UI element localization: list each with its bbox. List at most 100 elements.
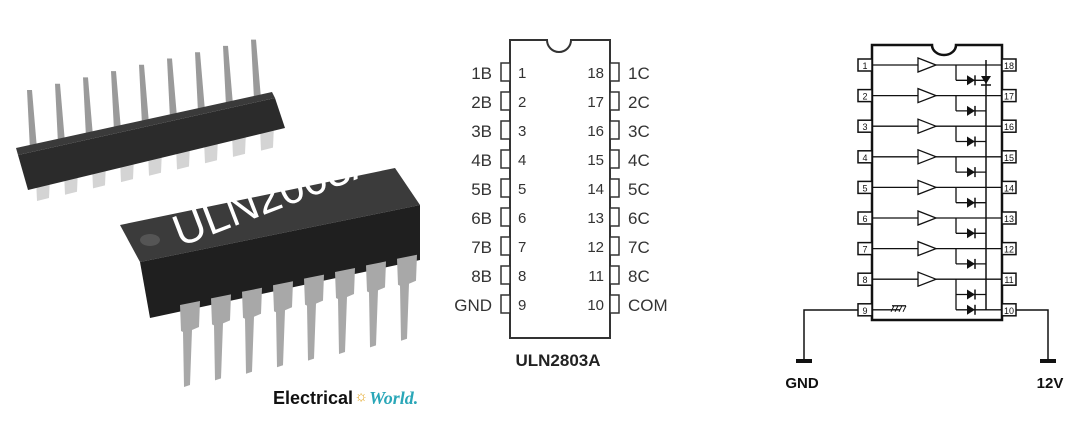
- schematic-pin-number: 18: [1004, 61, 1014, 71]
- pinout-pin-label: 1C: [628, 64, 650, 83]
- pinout-pin-label: 2B: [471, 93, 492, 112]
- pinout-pin-number: 14: [587, 181, 604, 198]
- diode-icon: [967, 167, 975, 178]
- pinout-pin-number: 15: [587, 152, 604, 169]
- ic-back-pin: [167, 58, 177, 119]
- schematic-pin-box: [857, 58, 873, 72]
- ic-front-pin: [180, 301, 200, 387]
- pinout-pin-number: 1: [518, 65, 526, 82]
- schematic-channels: [872, 57, 1002, 315]
- pinout-pin-number: 7: [518, 239, 526, 256]
- pinout-pin-number: 6: [518, 210, 526, 227]
- ic-front-pin: [304, 274, 324, 361]
- diode-icon: [967, 304, 975, 315]
- diode-icon: [967, 289, 975, 300]
- schematic-pin-number: 10: [1004, 306, 1014, 316]
- ic-front-pin: [273, 281, 293, 368]
- schematic-pin-number: 15: [1004, 153, 1014, 163]
- diode-icon: [967, 105, 975, 116]
- ic-front-pins: [180, 254, 417, 387]
- pinout-pin-number: 8: [518, 268, 526, 285]
- pinout-pin-label: 5C: [628, 180, 650, 199]
- ic-back-pin: [27, 90, 37, 150]
- pinout-pin-label: 6C: [628, 209, 650, 228]
- buffer-icon: [917, 210, 938, 226]
- schematic-pin-number: 11: [1004, 275, 1013, 285]
- buffer-icon: [917, 87, 938, 104]
- schematic-pin-number: 12: [1004, 245, 1014, 255]
- pinout-pin-label: 6B: [471, 209, 492, 228]
- pinout-pin-label: 8B: [471, 267, 492, 286]
- pinout-pin-box: [500, 207, 511, 227]
- pinout-pin-box: [609, 120, 620, 140]
- ic-front-pin: [335, 268, 355, 354]
- internal-ground-hatch: [898, 305, 903, 313]
- schematic-pin-number: 5: [862, 183, 867, 193]
- schematic-pin-number: 7: [862, 245, 867, 255]
- pinout-pin-box: [609, 236, 620, 256]
- schematic-pin-box: [1001, 180, 1017, 195]
- supply-wire: [1016, 309, 1049, 360]
- pinout-pin-number: 4: [518, 152, 526, 169]
- schematic-pin-number: 8: [862, 275, 867, 285]
- pinout-pin-number: 10: [587, 297, 604, 314]
- ic-back-pin: [223, 45, 233, 106]
- pinout-pin-label: COM: [628, 296, 668, 315]
- schematic-pin-number: 2: [862, 92, 867, 102]
- pinout-pin-number: 13: [587, 210, 604, 227]
- schematic-pin-number: 16: [1004, 122, 1014, 132]
- schematic-pin-box: [1001, 241, 1017, 256]
- pinout-pin-box: [500, 236, 511, 256]
- pinout-pin-label: 2C: [628, 93, 650, 112]
- schematic-pin-box: [1001, 150, 1017, 164]
- schematic-pin-number: 4: [862, 153, 867, 163]
- schematic-pin-number: 6: [862, 214, 867, 224]
- schematic-pin-number: 3: [862, 122, 867, 132]
- pinout-pin-box: [500, 265, 511, 285]
- buffer-icon: [917, 271, 938, 288]
- brand-part1: Electrical: [273, 388, 354, 408]
- pinout-pin-box: [500, 294, 511, 314]
- ic-front-pin: [397, 254, 417, 341]
- pinout-pin-box: [609, 178, 620, 198]
- internal-ground-hatch: [890, 305, 895, 313]
- pinout-pin-number: 2: [518, 94, 526, 111]
- ic-front-body-top: [120, 168, 420, 262]
- buffer-icon: [917, 179, 938, 196]
- ic-back-pin: [195, 52, 205, 113]
- ic-photo: ULN2003A: [16, 39, 420, 387]
- pinout-pin-number: 18: [587, 65, 604, 82]
- ic-back-pin: [83, 77, 93, 138]
- pinout-pin-label: 3B: [471, 122, 492, 141]
- diode-icon: [967, 75, 975, 86]
- pinout-pin-box: [500, 120, 511, 140]
- buffer-icon: [917, 118, 938, 135]
- lightbulb-icon: ☼: [354, 388, 368, 405]
- ic-back-pin: [111, 71, 121, 132]
- pinout-pin-label: 8C: [628, 267, 650, 286]
- gnd-label: GND: [785, 375, 819, 392]
- schematic-pin-box: [1001, 58, 1017, 72]
- schematic-pin-number: 17: [1004, 92, 1014, 102]
- diode-icon: [967, 228, 975, 239]
- buffer-icon: [917, 57, 938, 73]
- brand-logo: Electrical☼World.: [273, 388, 418, 409]
- pinout-pin-label: 7C: [628, 238, 650, 257]
- ic-front-pin: [242, 287, 262, 374]
- ic-front-pin: [366, 261, 386, 348]
- pinout-pin-box: [609, 91, 620, 111]
- diode-icon: [967, 136, 975, 147]
- schematic-pin-box: [857, 180, 873, 195]
- pinout-pin-number: 11: [588, 268, 604, 285]
- pinout-pin-number: 9: [518, 297, 526, 314]
- ic-front-pin: [211, 294, 231, 381]
- ic-front-body: [140, 205, 420, 318]
- supply-label: 12V: [1037, 375, 1064, 392]
- pinout-pin-box: [609, 207, 620, 227]
- pinout-pin-box: [609, 149, 620, 169]
- ic-back-pin: [139, 64, 149, 125]
- pinout-pin-label: 5B: [471, 180, 492, 199]
- pinout-pin-box: [609, 62, 620, 82]
